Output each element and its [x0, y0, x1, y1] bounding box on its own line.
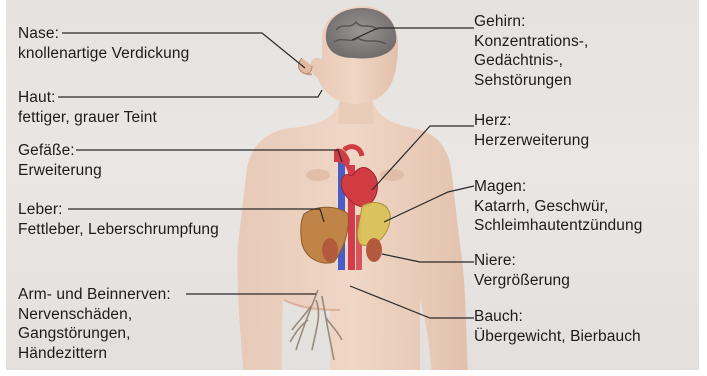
kidney-right — [366, 238, 382, 262]
label-brain: Gehirn: Konzentrations-, Gedächtnis-, Se… — [474, 12, 588, 90]
left-border — [0, 0, 6, 376]
label-vessels: Gefäße: Erweiterung — [18, 141, 102, 180]
label-belly-title: Bauch: — [474, 307, 641, 327]
label-brain-title: Gehirn: — [474, 12, 588, 32]
label-stomach-desc-2: Schleimhautentzündung — [474, 216, 642, 236]
label-belly: Bauch: Übergewicht, Bierbauch — [474, 307, 641, 346]
label-nose-desc: knollenartige Verdickung — [18, 44, 189, 64]
label-kidney: Niere: Vergrößerung — [474, 251, 570, 290]
label-skin-desc: fettiger, grauer Teint — [18, 108, 157, 128]
label-nerves-desc-3: Händezittern — [18, 344, 171, 364]
label-nerves-title: Arm- und Beinnerven: — [18, 285, 171, 305]
label-stomach-title: Magen: — [474, 177, 642, 197]
label-stomach: Magen: Katarrh, Geschwür, Schleimhautent… — [474, 177, 642, 236]
nose-shape — [299, 58, 312, 74]
label-nerves: Arm- und Beinnerven: Nervenschäden, Gang… — [18, 285, 171, 363]
label-brain-desc-3: Sehstörungen — [474, 71, 588, 91]
label-heart-title: Herz: — [474, 111, 589, 131]
label-nerves-desc-2: Gangstörungen, — [18, 324, 171, 344]
brain-organ — [326, 8, 396, 58]
label-skin-title: Haut: — [18, 88, 157, 108]
label-vessels-title: Gefäße: — [18, 141, 102, 161]
label-heart: Herz: Herzerweiterung — [474, 111, 589, 150]
kidney-left — [322, 238, 338, 262]
label-brain-desc-1: Konzentrations-, — [474, 32, 588, 52]
label-liver-title: Leber: — [18, 200, 219, 220]
label-liver: Leber: Fettleber, Leberschrumpfung — [18, 200, 219, 239]
label-stomach-desc-1: Katarrh, Geschwür, — [474, 197, 642, 217]
label-brain-desc-2: Gedächtnis-, — [474, 51, 588, 71]
label-liver-desc: Fettleber, Leberschrumpfung — [18, 220, 219, 240]
label-nose-title: Nase: — [18, 24, 189, 44]
right-border — [699, 0, 707, 376]
label-skin: Haut: fettiger, grauer Teint — [18, 88, 157, 127]
bottom-border — [0, 370, 707, 376]
label-vessels-desc: Erweiterung — [18, 161, 102, 181]
label-nerves-desc-1: Nervenschäden, — [18, 305, 171, 325]
label-belly-desc: Übergewicht, Bierbauch — [474, 327, 641, 347]
label-heart-desc: Herzerweiterung — [474, 131, 589, 151]
label-nose: Nase: knollenartige Verdickung — [18, 24, 189, 63]
label-kidney-desc: Vergrößerung — [474, 271, 570, 291]
label-kidney-title: Niere: — [474, 251, 570, 271]
